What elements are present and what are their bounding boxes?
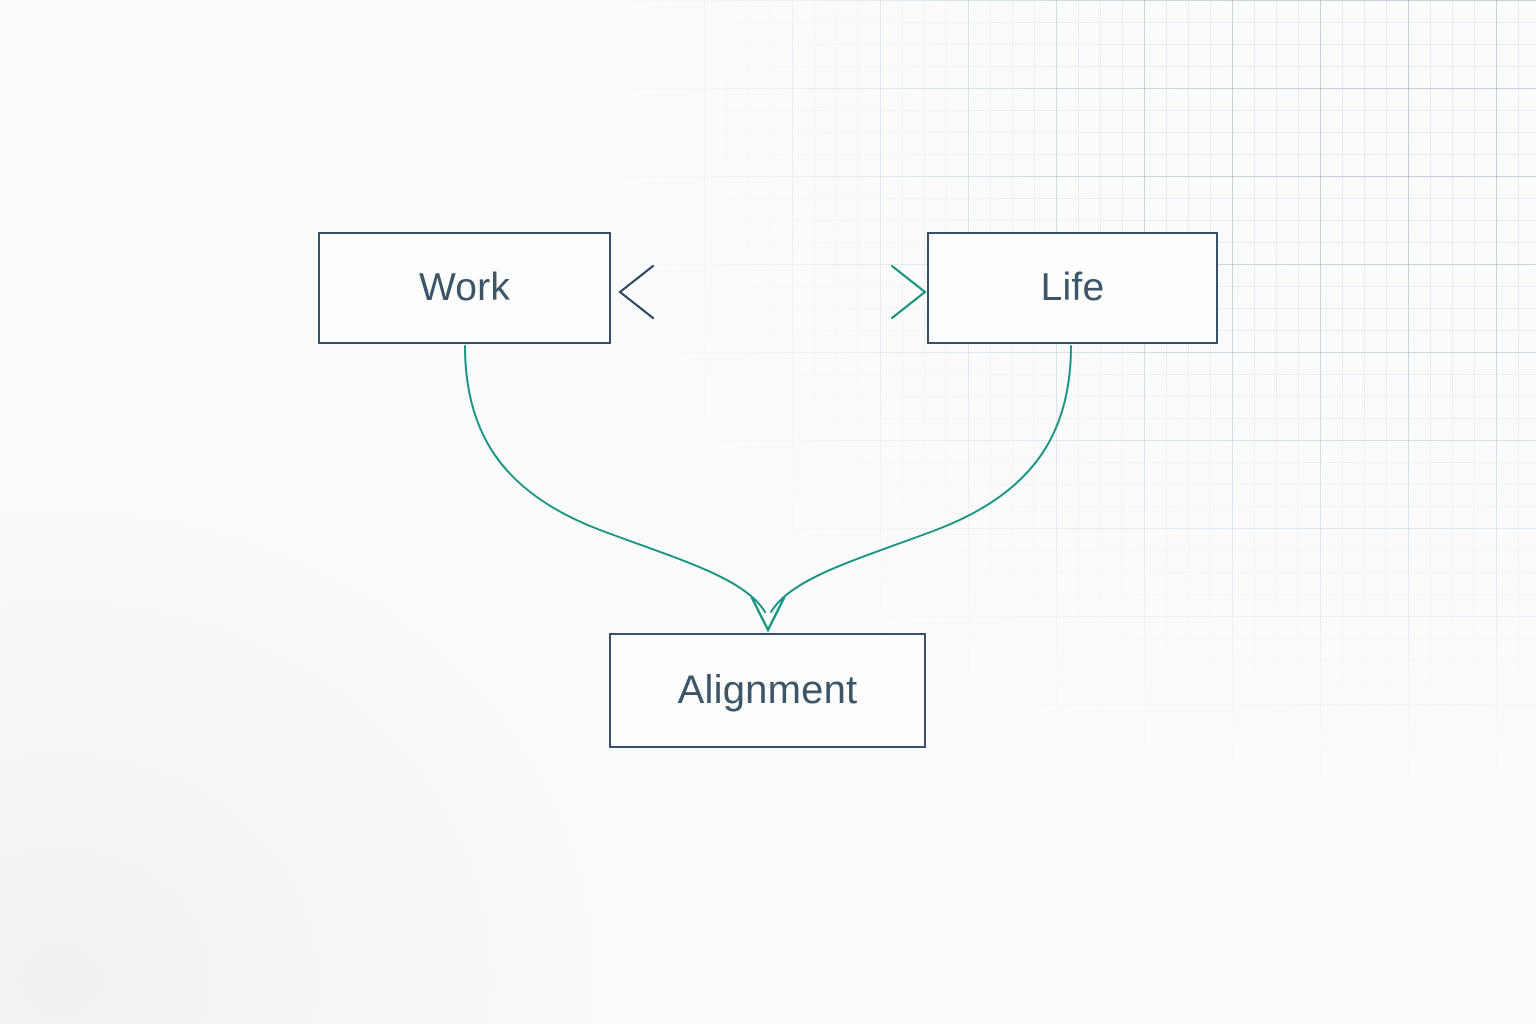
edge-work-alignment-path [464,345,766,613]
node-work[interactable]: Work [318,232,611,344]
node-alignment-label: Alignment [677,668,858,712]
edge-work-alignment [464,345,766,613]
edge-work-life-arrowhead-right [890,264,927,320]
edge-work-life [618,264,927,320]
edge-alignment-arrowhead [750,596,786,633]
edge-work-life-arrowhead-left [618,264,655,320]
node-life[interactable]: Life [927,232,1218,344]
edge-life-alignment-path [770,345,1072,613]
node-life-label: Life [1040,266,1105,309]
edge-life-alignment [770,345,1072,613]
node-work-label: Work [418,266,511,309]
node-alignment[interactable]: Alignment [609,633,926,748]
